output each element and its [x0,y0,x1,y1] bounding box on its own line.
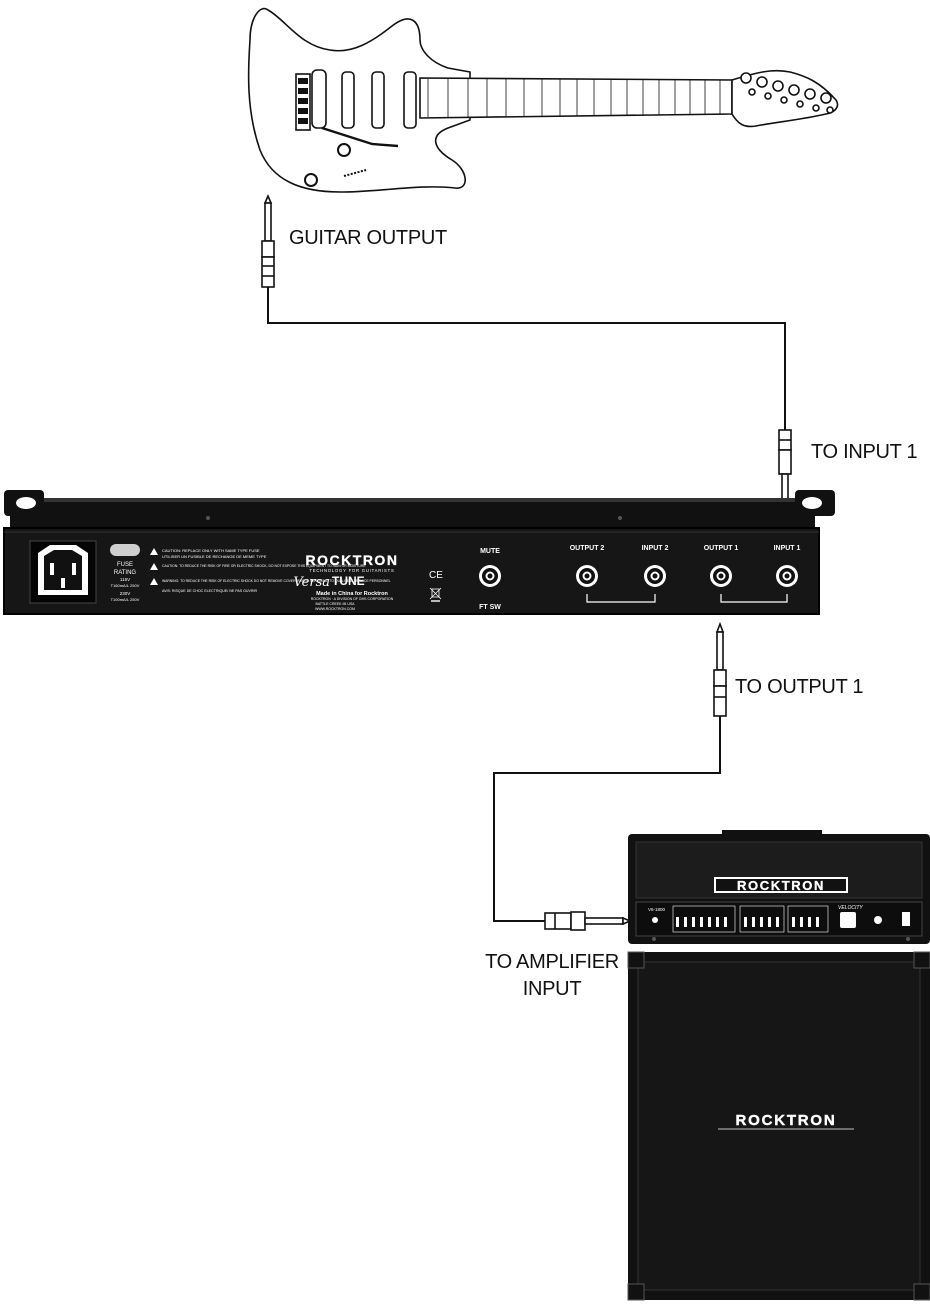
cable-output1-to-amp [493,716,721,922]
input1-jack [776,565,798,587]
output2-jack [576,565,598,587]
to-input1-label: TO INPUT 1 [811,441,918,463]
caution-fuse: CAUTION: REPLACE ONLY WITH SAME TYPE FUS… [162,548,260,553]
to-output1-label: TO OUTPUT 1 [735,676,864,698]
rack-brand-tagline: TECHNOLOGY FOR GUITARISTS [309,568,394,573]
rack-brand-logo: ROCKTRON [306,552,399,568]
fuse-rating: RATING [114,570,137,576]
avis-text: AVIS: RISQUE DE CHOC ELECTRIQUE/ NE PAS … [162,589,258,593]
speaker-cabinet [627,951,930,1301]
company-line1: ROCKTRON · A DIVISION OF GHS CORPORATION [311,597,394,601]
model-suffix: TUNE [332,574,365,588]
to-amplifier-line1: TO AMPLIFIER [485,951,619,973]
amplifier-head [628,830,930,944]
output1-label: OUTPUT 1 [704,545,739,552]
output1-jack [710,565,732,587]
input2-label: INPUT 2 [642,545,669,552]
to-amplifier-input-label: TO AMPLIFIER INPUT [482,951,622,1001]
guitar-output-label: GUITAR OUTPUT [289,227,447,249]
fuse-115v: 115V [120,577,130,582]
mute-label: MUTE [480,548,500,555]
company-line2: BATTLE CREEK MI USA [315,602,355,606]
caution-fire: CAUTION: TO REDUCE THE RISK OF FIRE OR E… [162,564,366,568]
cabinet-brand-logo: ROCKTRON [735,1112,836,1129]
fuse-115v-value: T160mA/L 250V [111,583,140,588]
electric-guitar [247,7,839,193]
output2-label: OUTPUT 2 [570,545,605,552]
versatune-rack-unit [3,490,835,615]
amp-model-code: V6-1800 [648,907,666,912]
output1-plug [713,621,727,717]
warning-shock: WARNING: TO REDUCE THE RISK OF ELECTRIC … [162,579,391,583]
mute-jack [479,565,501,587]
website: WWW.ROCKTRON.COM [315,607,355,611]
ce-mark: CE [429,570,443,581]
caution-fuse-fr: UTILISER UN FUSIBLE DE RECHANGE DE MEME … [162,554,267,559]
fuse-230v: 230V [120,591,131,596]
weee-bin-icon [429,587,442,602]
amp-input-plug [544,911,633,931]
amp-head-brand-logo: ROCKTRON [737,878,825,893]
cable-guitar-to-input1 [267,287,786,430]
model-prefix: Versa [293,575,330,590]
input1-plug [778,429,792,523]
guitar-output-plug [261,193,275,288]
to-amplifier-line2: INPUT [522,978,582,1000]
jack-sockets [479,565,798,587]
fuse-230v-value: T100mA/L 250V [111,597,140,602]
input2-jack [644,565,666,587]
fuse-title: FUSE [117,562,133,568]
ft-sw-label: FT SW [479,604,501,611]
jack-pair-brackets [586,594,788,603]
warning-icon [150,548,158,585]
amp-model-name: VELOCITY [838,905,863,911]
made-in: Made in China for Rocktron [316,591,388,597]
input1-label: INPUT 1 [774,545,801,552]
